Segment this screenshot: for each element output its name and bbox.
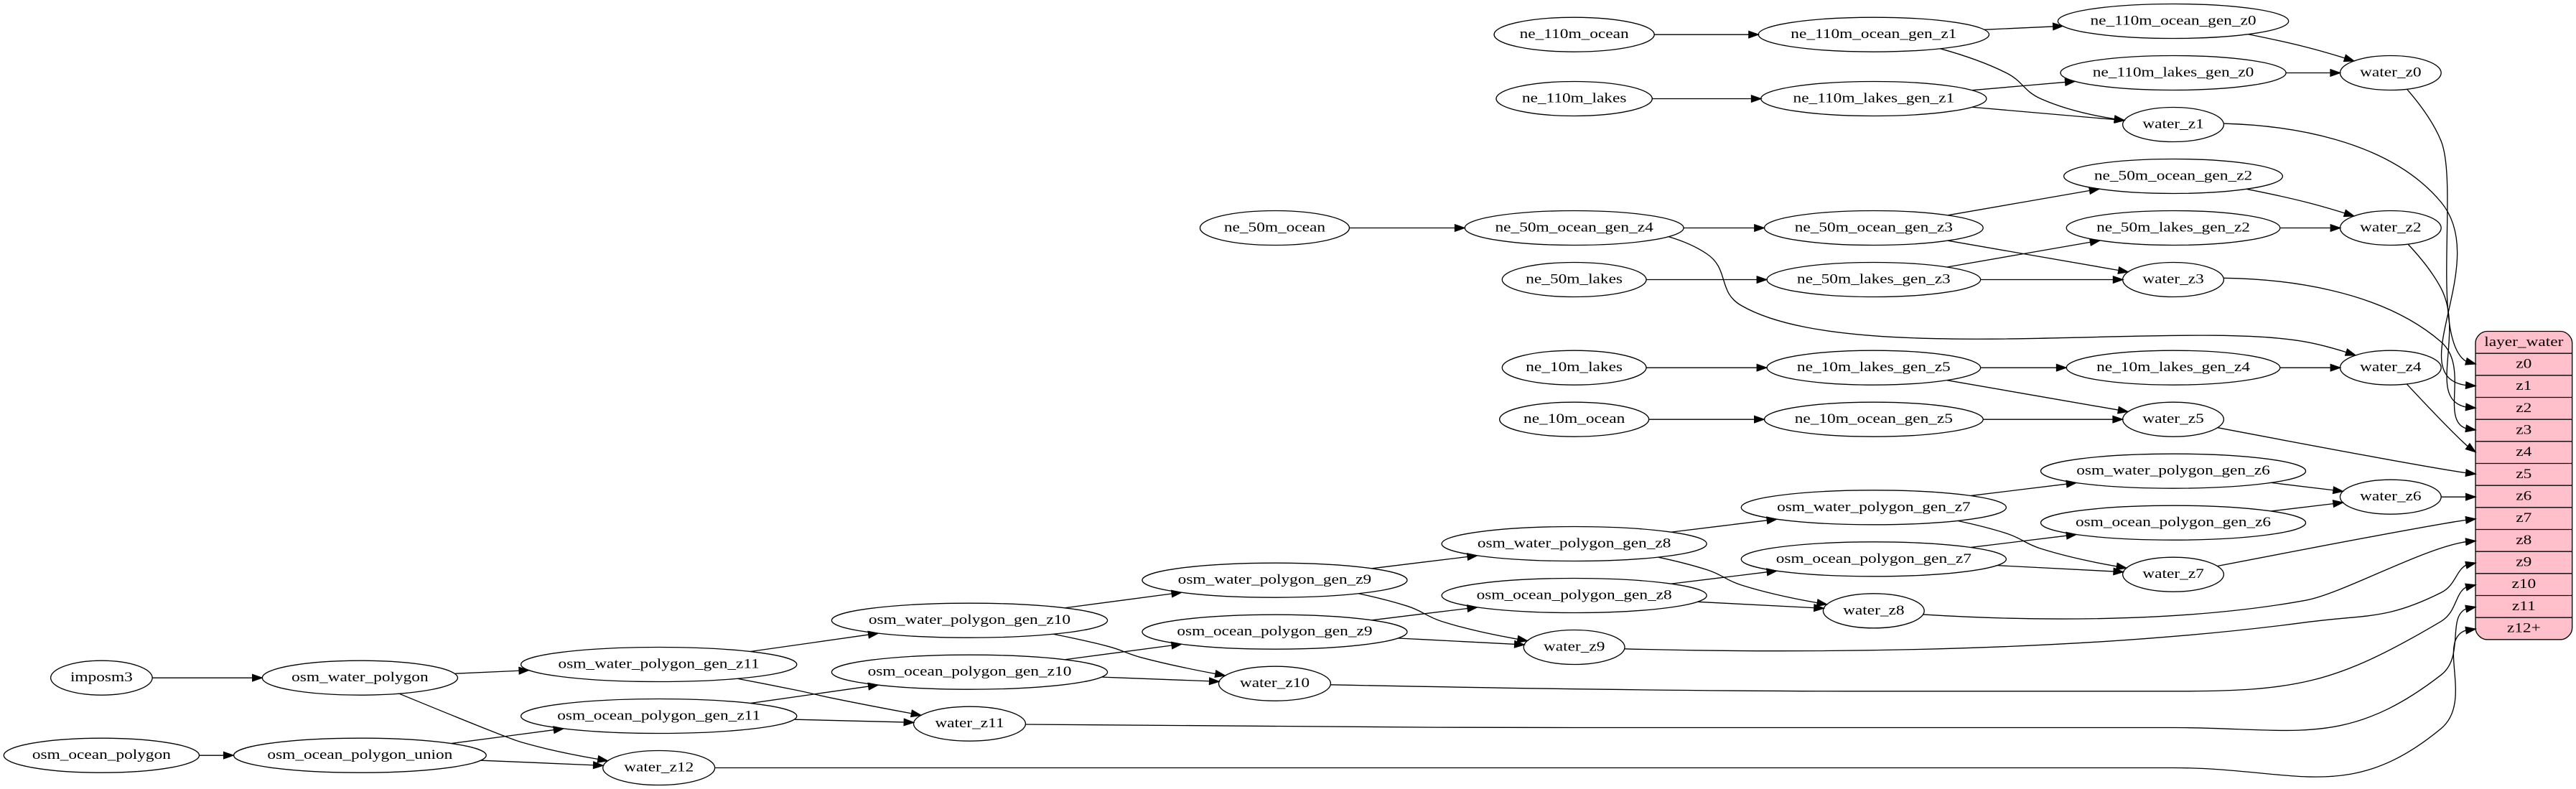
svg-text:ne_50m_lakes: ne_50m_lakes: [1526, 271, 1623, 286]
svg-text:water_z7: water_z7: [2142, 566, 2203, 581]
svg-text:water_z5: water_z5: [2142, 411, 2203, 426]
svg-text:osm_water_polygon_gen_z9: osm_water_polygon_gen_z9: [1178, 571, 1372, 587]
svg-text:osm_ocean_polygon_gen_z10: osm_ocean_polygon_gen_z10: [868, 663, 1072, 678]
svg-text:ne_50m_ocean: ne_50m_ocean: [1224, 220, 1326, 235]
svg-text:z11: z11: [2512, 598, 2536, 613]
svg-text:z12+: z12+: [2507, 620, 2541, 635]
svg-text:water_z9: water_z9: [1544, 639, 1605, 654]
svg-text:osm_water_polygon_gen_z8: osm_water_polygon_gen_z8: [1478, 536, 1671, 551]
svg-text:osm_water_polygon_gen_z10: osm_water_polygon_gen_z10: [869, 612, 1070, 627]
svg-text:osm_ocean_polygon_union: osm_ocean_polygon_union: [267, 747, 452, 762]
svg-text:water_z1: water_z1: [2142, 116, 2203, 131]
svg-text:ne_110m_ocean: ne_110m_ocean: [1520, 26, 1629, 41]
svg-text:z4: z4: [2516, 444, 2532, 459]
svg-text:ne_10m_lakes: ne_10m_lakes: [1526, 359, 1623, 374]
svg-text:water_z3: water_z3: [2142, 271, 2203, 286]
svg-text:ne_110m_lakes: ne_110m_lakes: [1522, 90, 1627, 106]
svg-text:z10: z10: [2511, 576, 2536, 591]
svg-text:water_z10: water_z10: [1240, 675, 1310, 690]
svg-text:imposm3: imposm3: [70, 669, 133, 684]
svg-text:ne_110m_lakes_gen_z1: ne_110m_lakes_gen_z1: [1793, 90, 1955, 106]
svg-text:water_z6: water_z6: [2360, 488, 2421, 503]
svg-text:ne_10m_lakes_gen_z4: ne_10m_lakes_gen_z4: [2096, 359, 2250, 374]
svg-text:water_z2: water_z2: [2360, 220, 2421, 235]
svg-text:ne_10m_lakes_gen_z5: ne_10m_lakes_gen_z5: [1797, 359, 1951, 374]
svg-text:osm_water_polygon_gen_z11: osm_water_polygon_gen_z11: [559, 656, 760, 671]
svg-text:osm_ocean_polygon_gen_z6: osm_ocean_polygon_gen_z6: [2076, 514, 2271, 529]
svg-text:ne_50m_ocean_gen_z4: ne_50m_ocean_gen_z4: [1495, 220, 1654, 235]
svg-text:ne_50m_lakes_gen_z2: ne_50m_lakes_gen_z2: [2096, 220, 2250, 235]
svg-text:osm_ocean_polygon_gen_z9: osm_ocean_polygon_gen_z9: [1177, 623, 1372, 638]
svg-text:z6: z6: [2516, 488, 2531, 503]
svg-text:osm_ocean_polygon_gen_z8: osm_ocean_polygon_gen_z8: [1477, 587, 1672, 602]
svg-text:osm_water_polygon: osm_water_polygon: [291, 669, 429, 684]
svg-text:layer_water: layer_water: [2484, 334, 2563, 349]
svg-text:osm_water_polygon_gen_z7: osm_water_polygon_gen_z7: [1777, 499, 1971, 514]
svg-text:osm_ocean_polygon_gen_z7: osm_ocean_polygon_gen_z7: [1776, 551, 1971, 566]
svg-text:osm_ocean_polygon_gen_z11: osm_ocean_polygon_gen_z11: [557, 708, 760, 723]
svg-text:water_z8: water_z8: [1843, 602, 1904, 617]
svg-text:osm_ocean_polygon: osm_ocean_polygon: [32, 747, 172, 762]
svg-text:water_z11: water_z11: [935, 715, 1004, 730]
svg-text:ne_110m_ocean_gen_z1: ne_110m_ocean_gen_z1: [1791, 26, 1956, 41]
svg-text:z5: z5: [2516, 466, 2531, 481]
svg-text:z9: z9: [2516, 554, 2531, 569]
svg-text:z0: z0: [2516, 356, 2531, 371]
svg-text:z8: z8: [2516, 532, 2531, 547]
svg-text:water_z12: water_z12: [624, 760, 694, 775]
svg-text:ne_110m_ocean_gen_z0: ne_110m_ocean_gen_z0: [2090, 13, 2256, 28]
svg-text:ne_10m_ocean: ne_10m_ocean: [1523, 411, 1625, 426]
svg-text:z2: z2: [2516, 400, 2531, 415]
svg-text:z7: z7: [2516, 510, 2531, 525]
svg-text:water_z4: water_z4: [2360, 359, 2422, 374]
svg-text:ne_50m_ocean_gen_z2: ne_50m_ocean_gen_z2: [2094, 168, 2252, 183]
svg-text:ne_50m_ocean_gen_z3: ne_50m_ocean_gen_z3: [1795, 220, 1953, 235]
svg-text:z1: z1: [2516, 378, 2531, 393]
svg-text:water_z0: water_z0: [2360, 65, 2421, 80]
svg-text:osm_water_polygon_gen_z6: osm_water_polygon_gen_z6: [2076, 462, 2270, 477]
svg-text:ne_110m_lakes_gen_z0: ne_110m_lakes_gen_z0: [2093, 65, 2254, 80]
svg-text:ne_10m_ocean_gen_z5: ne_10m_ocean_gen_z5: [1795, 411, 1953, 426]
svg-text:z3: z3: [2516, 422, 2531, 437]
svg-text:ne_50m_lakes_gen_z3: ne_50m_lakes_gen_z3: [1797, 271, 1951, 286]
